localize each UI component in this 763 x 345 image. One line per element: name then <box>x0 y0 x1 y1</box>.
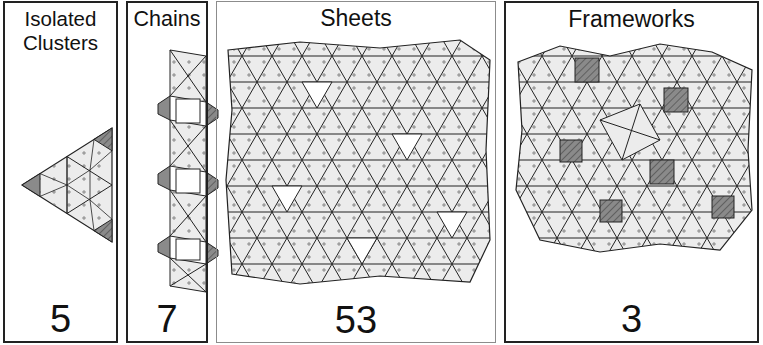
sheet-figure <box>226 40 490 284</box>
panel-heading: Frameworks <box>564 3 699 31</box>
chain-figure <box>158 50 218 292</box>
count-number: 53 <box>331 300 381 342</box>
panel-box: Chains 7 <box>126 1 208 343</box>
panel-heading: Isolated Clusters <box>5 3 116 55</box>
panel-box: Sheets 53 <box>216 1 496 343</box>
panel-heading: Sheets <box>316 2 396 30</box>
panel-box: Isolated Clusters 5 <box>3 1 118 343</box>
framework-figure <box>516 44 752 252</box>
count-number: 7 <box>152 299 181 341</box>
count-number: 3 <box>617 299 646 341</box>
panel-heading: Chains <box>130 3 205 31</box>
count-number: 5 <box>46 299 75 341</box>
cluster-figure <box>22 128 112 242</box>
panel-box: Frameworks 3 <box>504 1 759 343</box>
